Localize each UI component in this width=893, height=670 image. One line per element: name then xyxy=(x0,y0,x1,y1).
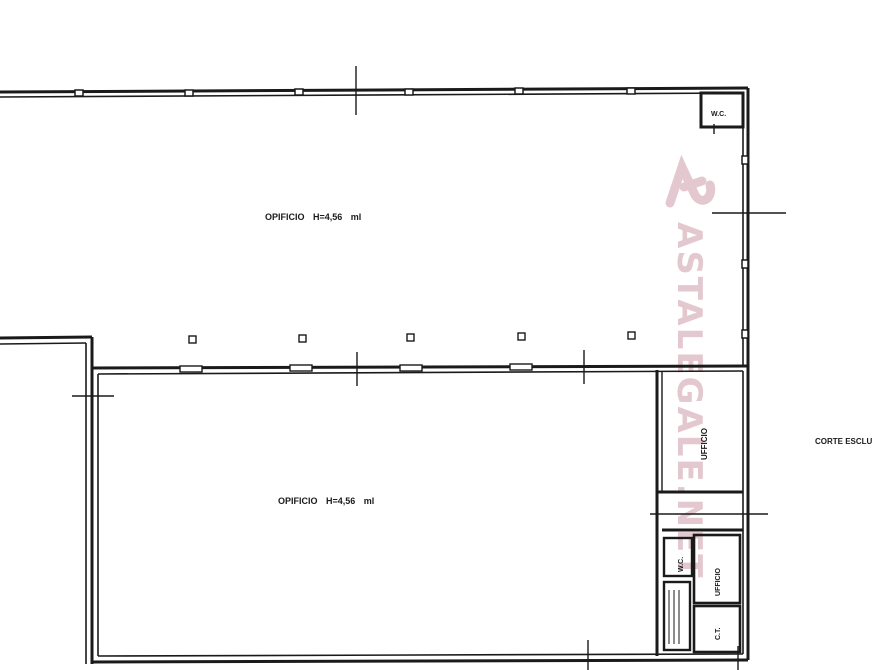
watermark: ASTALEGALE.NET xyxy=(665,154,716,579)
upper-workshop-label: OPIFICIO H=4,56 ml xyxy=(265,212,361,222)
upper-workshop-walls xyxy=(0,66,786,372)
wc-top-label: W.C. xyxy=(711,111,726,118)
office-right-label: UFFICIO xyxy=(700,428,709,460)
lower-workshop-label: OPIFICIO H=4,56 ml xyxy=(278,496,374,506)
left-offset-walls xyxy=(0,335,114,664)
wc-top-room xyxy=(699,91,745,134)
corte-label: CORTE ESCLU xyxy=(815,437,873,446)
ct-label: C.T. xyxy=(715,628,722,641)
office-small-label: UFFICIO xyxy=(715,567,722,596)
window-markers xyxy=(74,87,749,339)
office-block xyxy=(650,370,768,656)
middle-wall xyxy=(91,350,749,386)
wc-small-label: W.C. xyxy=(678,557,685,572)
watermark-logo-icon xyxy=(665,154,716,208)
watermark-text: ASTALEGALE.NET xyxy=(669,222,709,579)
pillars xyxy=(188,331,636,344)
lower-workshop-walls xyxy=(91,366,750,670)
